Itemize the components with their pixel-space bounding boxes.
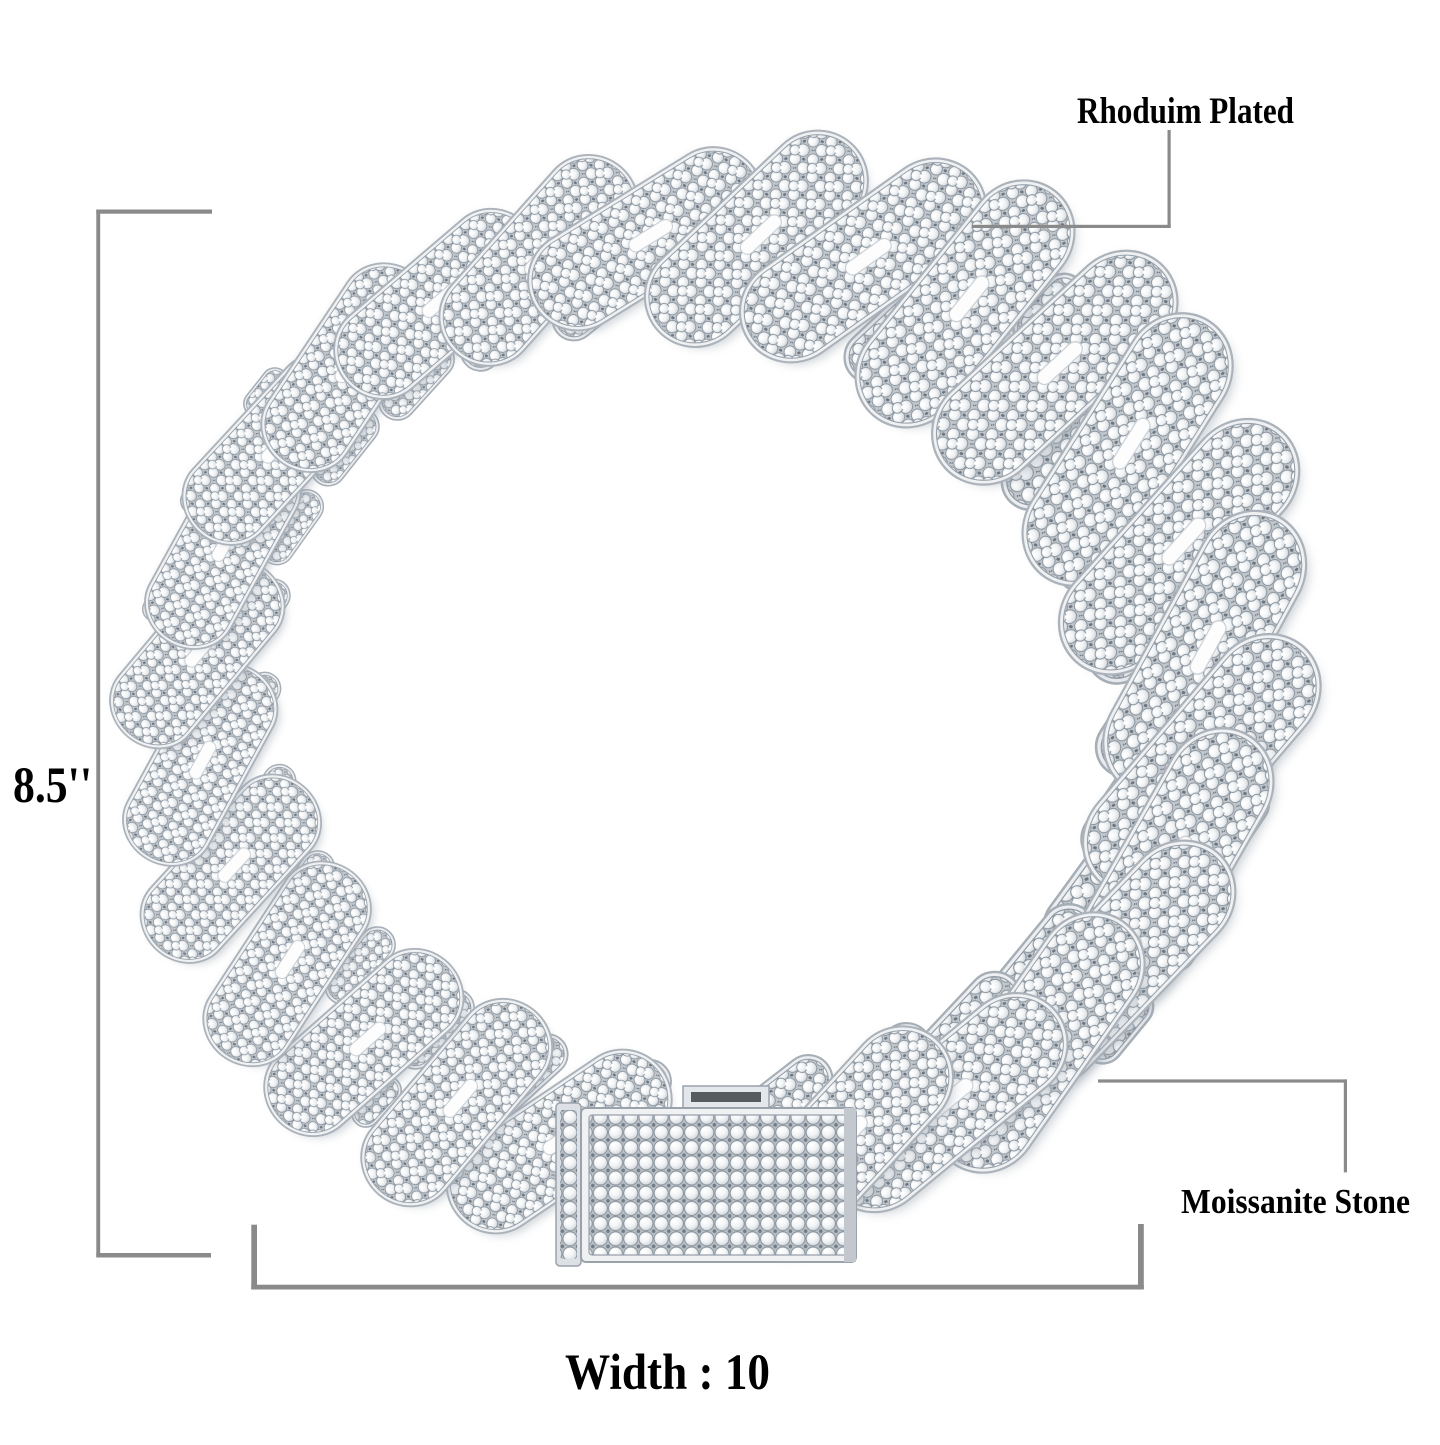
svg-text:Width : 10: Width : 10 [565, 1345, 770, 1401]
svg-text:Rhoduim Plated: Rhoduim Plated [1077, 91, 1294, 132]
svg-text:Moissanite Stone: Moissanite Stone [1181, 1182, 1410, 1221]
svg-text:8.5'': 8.5'' [13, 758, 92, 814]
